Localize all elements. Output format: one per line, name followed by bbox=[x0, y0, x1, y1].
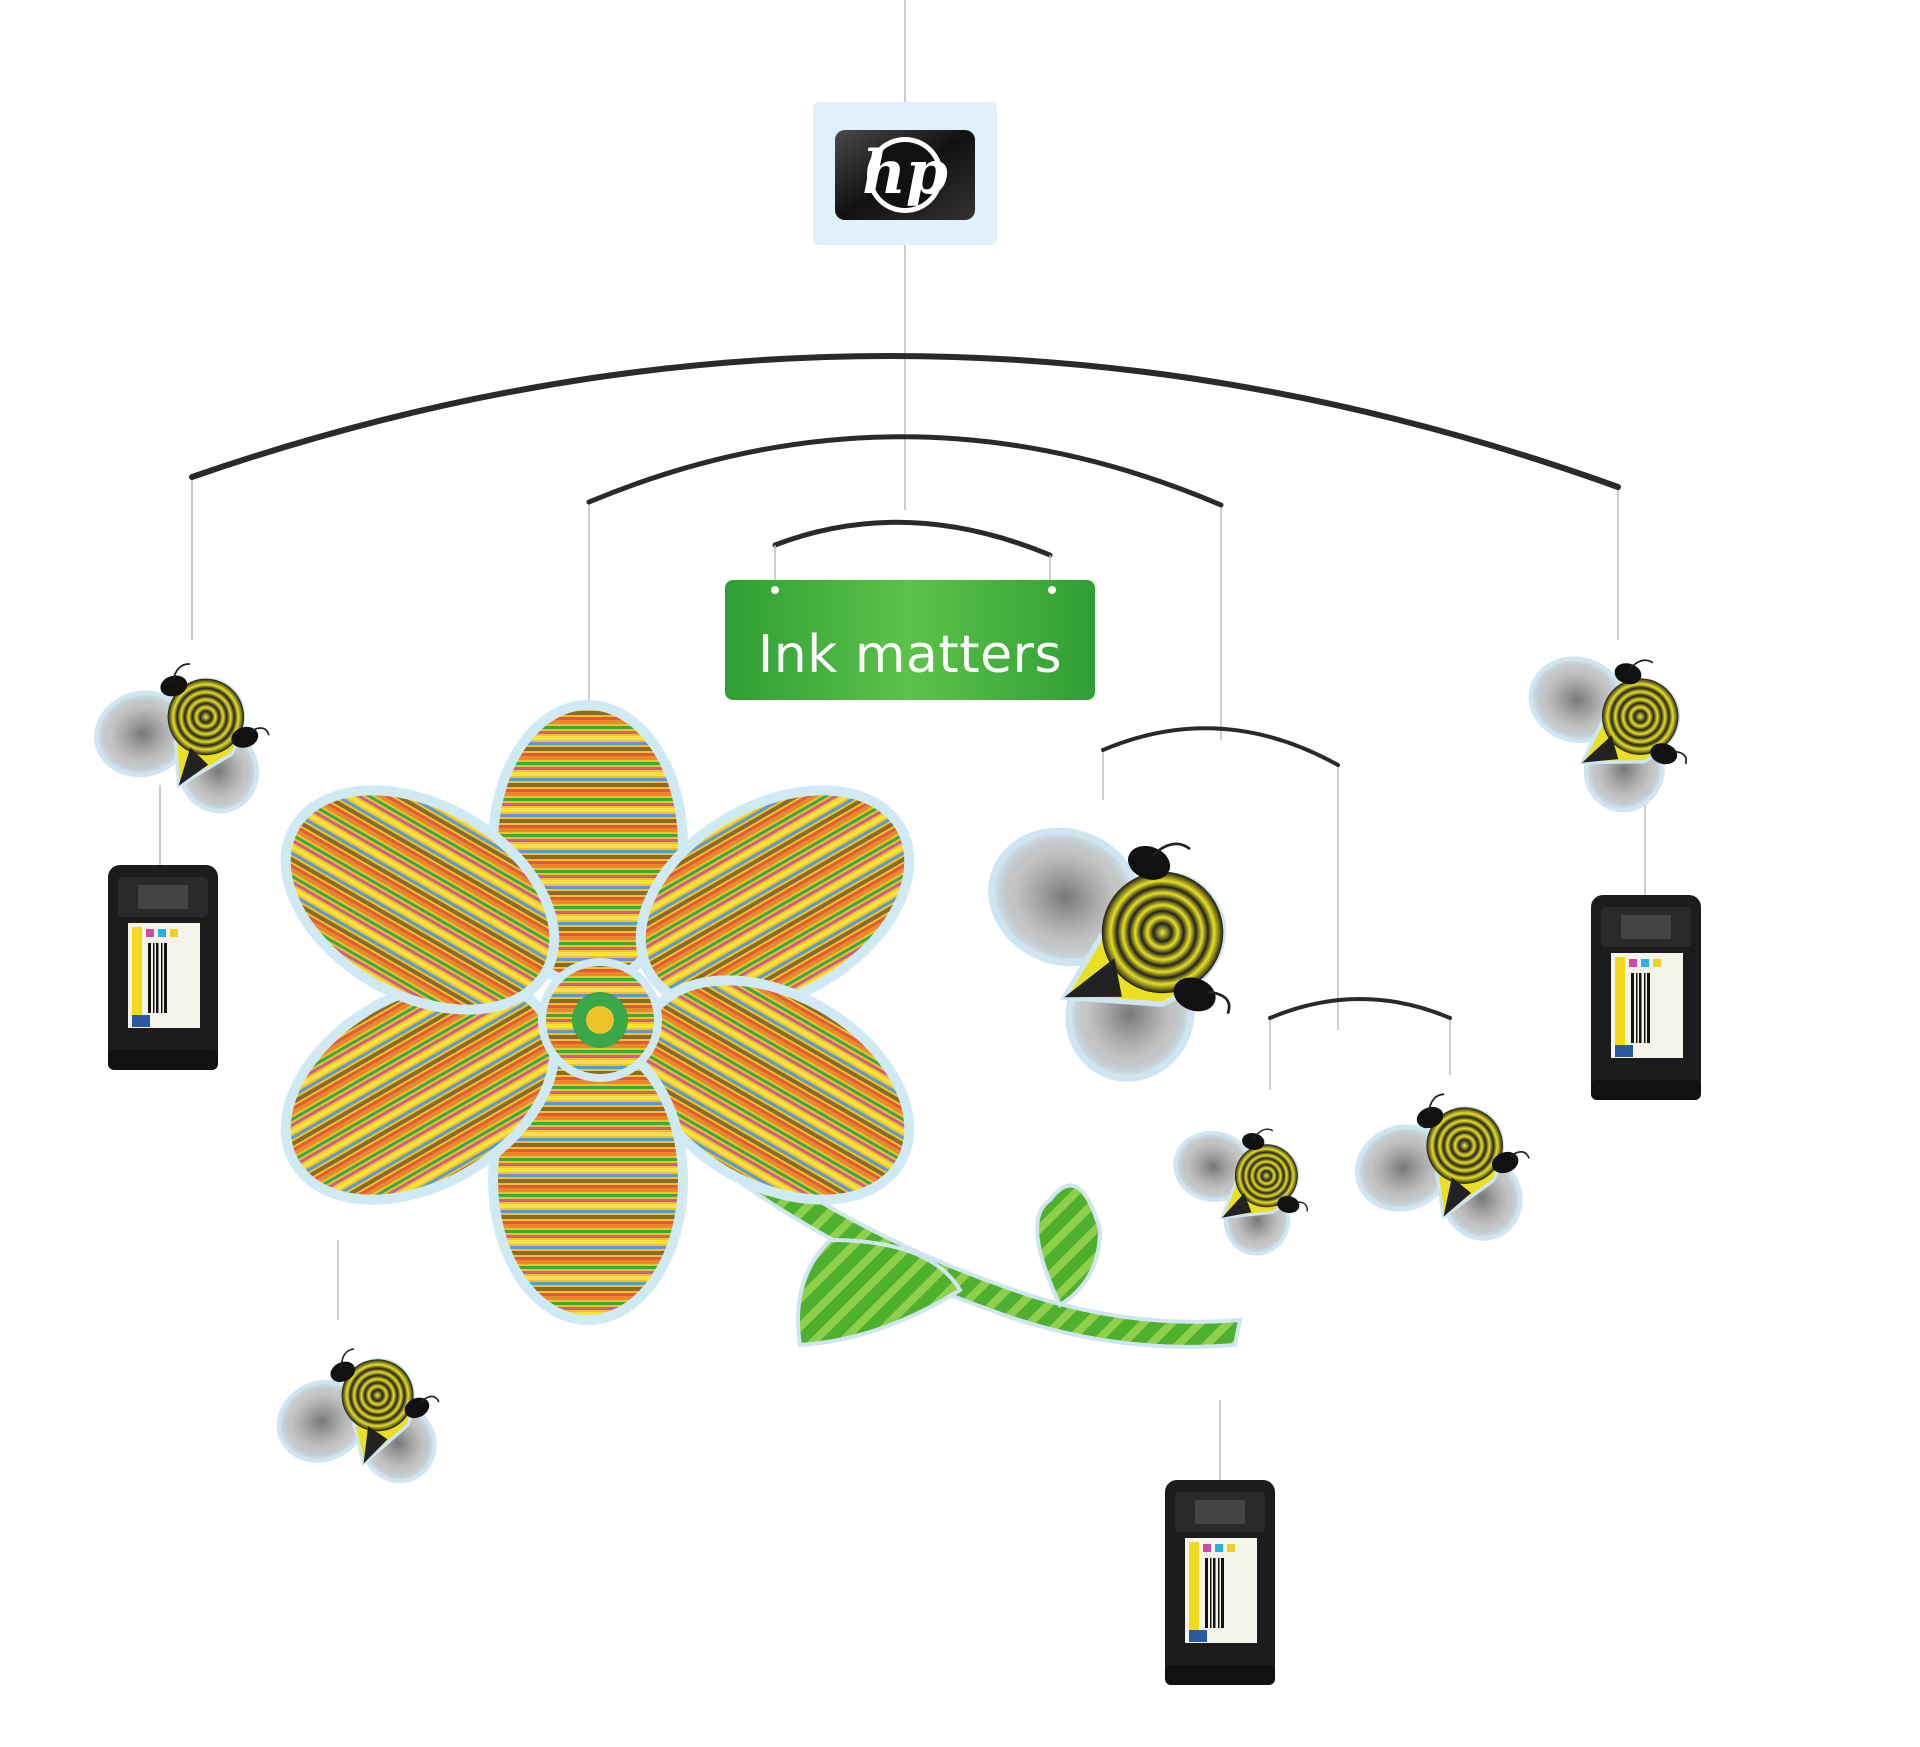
flower-icon bbox=[280, 700, 1243, 1349]
bee-icon bbox=[83, 648, 285, 839]
strings bbox=[159, 0, 1646, 1480]
ink-cartridge-icon bbox=[1591, 895, 1701, 1100]
bee-icon bbox=[1507, 633, 1709, 824]
hp-logo-icon: hp bbox=[813, 102, 997, 245]
sign-text: Ink matters bbox=[758, 625, 1062, 685]
bee-icon bbox=[1159, 1112, 1322, 1264]
hp-logo-text: hp bbox=[862, 138, 948, 208]
bee-icon bbox=[943, 788, 1277, 1106]
ink-matters-sign: Ink matters bbox=[725, 545, 1095, 700]
ink-cartridge-icon bbox=[108, 865, 218, 1070]
bee-icon bbox=[1340, 1074, 1550, 1275]
ink-cartridge-icon bbox=[1165, 1480, 1275, 1685]
mobile-wires bbox=[189, 352, 1621, 1020]
bee-icon bbox=[260, 1325, 464, 1522]
